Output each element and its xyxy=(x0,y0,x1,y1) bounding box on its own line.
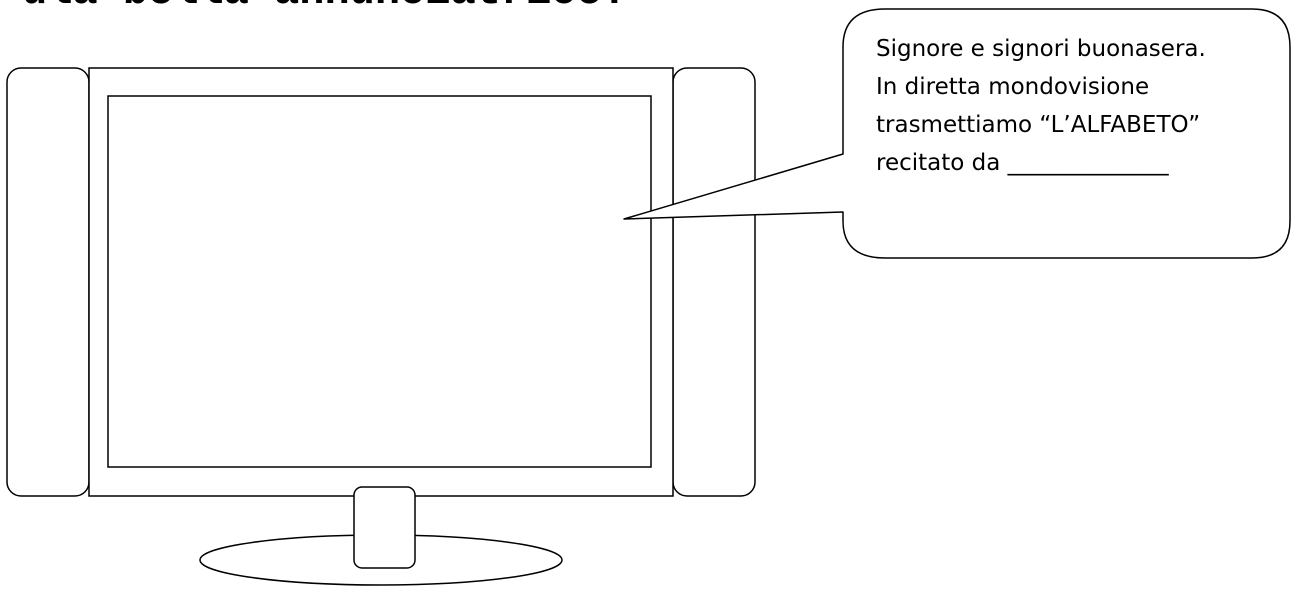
bubble-line-recited-by: recitato da ______________ xyxy=(876,150,1169,176)
stand-neck xyxy=(353,486,416,569)
right-speaker xyxy=(672,67,756,497)
bubble-line-program: trasmettiamo “L’ALFABETO” xyxy=(876,112,1201,138)
left-speaker xyxy=(6,67,90,497)
speech-bubble-text: Signore e signori buonasera. In diretta … xyxy=(876,30,1276,182)
bubble-line-broadcast: In diretta mondovisione xyxy=(876,74,1150,100)
speech-bubble xyxy=(623,8,1291,259)
tv-screen xyxy=(107,95,652,468)
cut-off-heading-text: ula bella annunciatrice. xyxy=(22,0,627,13)
bubble-line-greeting: Signore e signori buonasera. xyxy=(876,36,1206,62)
